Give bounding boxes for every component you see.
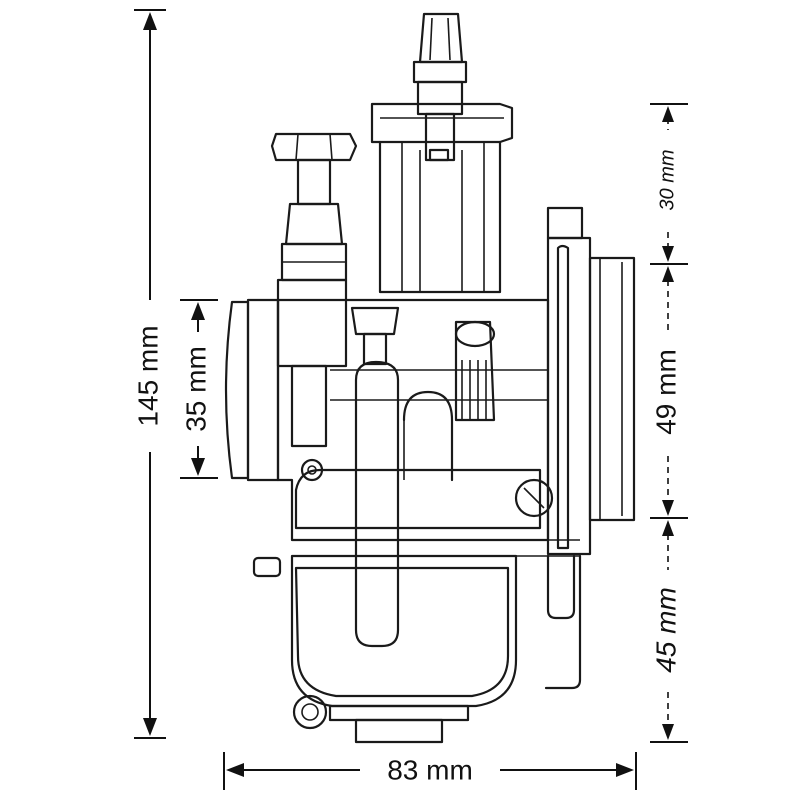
middle-section-label: 49 mm [650,349,681,435]
top-fitting [412,12,468,162]
slide-column [378,140,502,294]
dimension-width: 83 mm [223,752,637,790]
bottom-section-label: 45 mm [650,587,681,673]
main-body [276,298,580,557]
dimension-height-total: 145 mm [132,9,166,739]
idle-screw-knob [270,132,358,448]
dimension-inlet: 35 mm [180,299,218,479]
inlet-label: 35 mm [180,346,211,432]
screws [252,458,554,730]
outlet-flange [546,206,636,556]
top-section-label: 30 mm [656,149,678,210]
float-bowl [290,554,518,744]
dimension-right-column: 30 mm 49 mm 45 mm [650,103,688,743]
width-label: 83 mm [387,754,473,785]
slide-cap [370,102,514,144]
throttle-stop-screw [454,320,496,422]
overflow-tube [354,360,454,648]
height-total-label: 145 mm [132,325,163,426]
carburetor-body [224,12,636,744]
vent-tubes [544,554,582,690]
inlet-flange [224,298,280,482]
choke-plunger [350,306,400,366]
